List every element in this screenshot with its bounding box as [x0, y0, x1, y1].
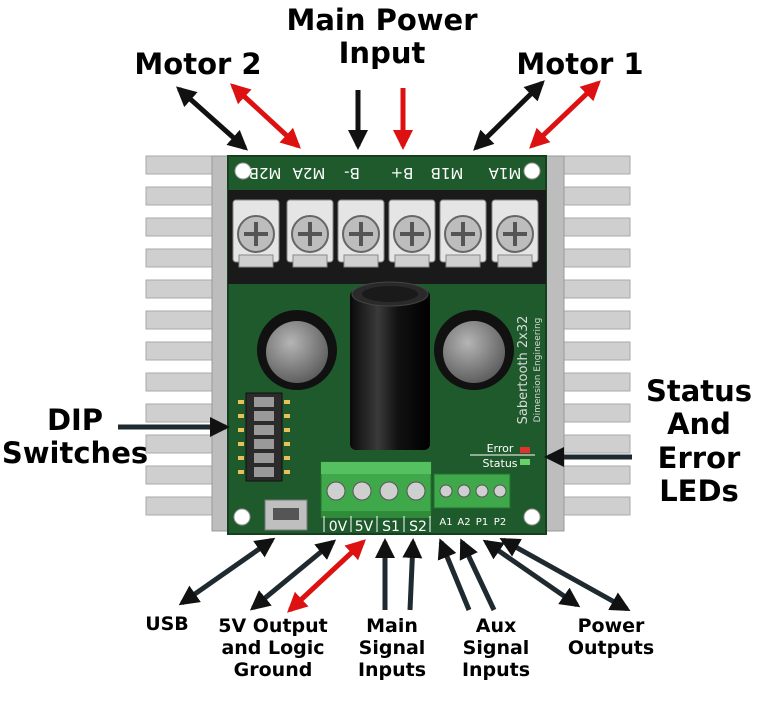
terminal-label: M1A: [488, 164, 521, 182]
label-line: Inputs: [461, 658, 531, 681]
label-line: Status: [645, 374, 753, 408]
label-line: and Logic: [221, 636, 325, 659]
heatsink-left: [145, 155, 235, 532]
capacitor-left: [257, 310, 337, 390]
label-line: DIP: [46, 403, 104, 437]
label-status-error-leds: Status And Error LEDs: [636, 374, 762, 509]
mounting-hole: [233, 508, 251, 526]
label-line: And: [667, 407, 731, 442]
label-main-power: Main Power Input: [282, 3, 482, 71]
label-line: Ground: [233, 658, 313, 681]
aux-terminal-label: P2: [494, 517, 506, 528]
label-line: Input: [338, 36, 426, 71]
label-line: Signal: [358, 636, 426, 659]
signal-terminal-label: 5V: [355, 519, 374, 535]
terminal-label: B-: [344, 164, 360, 182]
capacitor-tall: [350, 281, 430, 450]
label-line: LEDs: [659, 474, 739, 509]
label-aux-signal: Aux Signal Inputs: [450, 615, 542, 682]
label-dip-switches: DIP Switches: [0, 403, 150, 471]
label-line: Power: [577, 615, 645, 637]
aux-terminal-label: P1: [476, 517, 488, 528]
led-label-error: Error: [487, 442, 514, 455]
terminal-label: M2B: [249, 164, 282, 182]
label-line: Outputs: [567, 636, 655, 659]
label-5v-output: 5V Output and Logic Ground: [205, 615, 341, 682]
mounting-hole: [523, 508, 541, 526]
label-line: Error: [657, 440, 741, 475]
label-power-outputs: Power Outputs: [556, 615, 666, 660]
label-usb: USB: [145, 613, 189, 635]
status-leds: Error Status: [470, 442, 535, 470]
terminal-label: M1B: [431, 164, 464, 182]
mounting-hole: [234, 162, 252, 180]
signal-terminal-label: 0V: [329, 519, 348, 535]
led-label-status: Status: [482, 457, 517, 470]
usb-connector: [264, 499, 308, 531]
label-line: 5V Output: [218, 615, 328, 637]
label-motor1: Motor 1: [516, 47, 644, 81]
label-main-signal: Main Signal Inputs: [346, 615, 438, 682]
label-line: Switches: [1, 436, 149, 471]
label-line: Inputs: [357, 658, 427, 681]
label-line: Signal: [462, 636, 530, 659]
error-led: [520, 447, 530, 453]
aux-terminal-label: A1: [439, 517, 452, 528]
signal-terminal-label: S1: [382, 519, 400, 535]
capacitor-right: [434, 310, 514, 390]
status-led: [520, 459, 530, 465]
terminal-label: B+: [391, 164, 414, 182]
terminal-label: M2A: [292, 164, 325, 182]
label-line: Main Power: [286, 3, 478, 37]
screw-terminals: [232, 199, 539, 268]
heatsink-right: [541, 155, 631, 532]
label-line: Aux: [475, 615, 517, 637]
brand-line: Sabertooth 2x32: [516, 316, 531, 425]
brand-line: Dimension Engineering: [533, 318, 543, 423]
label-line: Main: [366, 615, 418, 637]
pointer-arrows: [118, 80, 632, 613]
aux-terminal-label: A2: [457, 517, 470, 528]
label-motor2: Motor 2: [134, 47, 262, 81]
dip-switch-block: [238, 392, 290, 482]
signal-terminal-block: [320, 461, 432, 518]
signal-terminal-label: S2: [409, 519, 427, 535]
mounting-hole: [523, 162, 541, 180]
aux-terminal-block: [433, 473, 511, 509]
